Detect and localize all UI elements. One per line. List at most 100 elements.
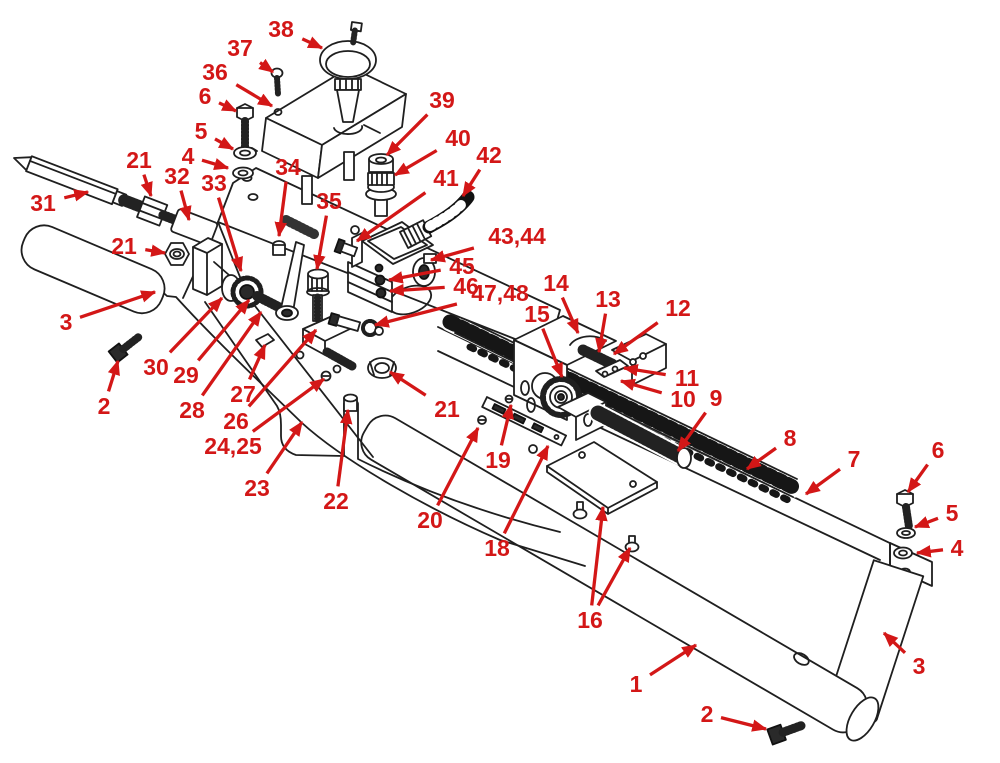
callout-arrow-10 (619, 378, 663, 395)
part-label-15: 15 (524, 301, 550, 327)
part-label-2: 2 (701, 701, 714, 727)
callout-arrow-39 (385, 113, 429, 157)
front-roller (20, 224, 166, 315)
fitting-41 (333, 238, 359, 258)
callout-arrow-16 (590, 505, 608, 606)
part-label-21: 21 (111, 233, 137, 259)
callout-arrow-8 (745, 446, 777, 471)
callout-arrow-30 (168, 296, 224, 354)
pinion-shaft (327, 312, 384, 337)
worm-13 (577, 344, 618, 370)
callout-arrow-20 (436, 426, 480, 507)
callout-arrow-12 (612, 321, 659, 356)
callout-arrow-26 (247, 328, 318, 408)
part-label-22: 22 (323, 488, 349, 514)
part-label-11: 11 (675, 365, 700, 391)
part-label-14: 14 (543, 270, 569, 296)
part-label-9: 9 (710, 385, 723, 411)
part-label-5: 5 (946, 500, 959, 526)
callout-arrow-40 (393, 149, 438, 177)
part-label-41: 41 (433, 165, 459, 191)
part-label-36: 36 (202, 59, 228, 85)
part-label-18: 18 (484, 535, 510, 561)
part-label-6: 6 (932, 437, 945, 463)
part-label-46: 46 (453, 273, 479, 299)
callout-arrow-4 (201, 158, 230, 171)
part-label-30: 30 (143, 354, 169, 380)
screw-2-bottom (766, 720, 807, 746)
screw-2-left (107, 333, 143, 364)
callout-arrow-46 (388, 283, 445, 297)
callout-arrow-14 (560, 296, 580, 335)
part-label-34: 34 (275, 154, 301, 180)
knob-35 (306, 268, 330, 323)
plate-screw-b (624, 535, 640, 553)
part-label-8: 8 (784, 425, 797, 451)
callout-arrow-38 (301, 36, 324, 50)
part-label-37: 37 (227, 35, 253, 61)
part-label-12: 12 (665, 295, 691, 321)
part-label-16: 16 (577, 607, 603, 633)
part-label-31: 31 (30, 190, 56, 216)
part-label-39: 39 (429, 87, 455, 113)
callout-arrow-29 (196, 298, 251, 362)
main-tube (360, 414, 880, 742)
part-label-26: 26 (223, 408, 249, 434)
screw-37 (270, 67, 284, 97)
part-label-28: 28 (179, 397, 205, 423)
part-label-43-44: 43,44 (488, 223, 546, 249)
part-label-19: 19 (485, 447, 511, 473)
part-label-3: 3 (913, 653, 926, 679)
callout-arrow-37 (258, 58, 275, 74)
fitting-46 (375, 287, 387, 299)
part-label-24-25: 24,25 (204, 433, 262, 459)
callout-arrow-31 (63, 189, 90, 202)
machine-line-art (13, 21, 933, 746)
callout-arrow-1 (649, 643, 698, 677)
callout-arrow-33 (216, 197, 243, 273)
callout-arrow-9 (676, 411, 707, 453)
callout-arrow-41 (355, 191, 427, 243)
part-label-2: 2 (98, 393, 111, 419)
callout-arrow-24-25 (251, 377, 326, 433)
callout-arrow-16 (596, 546, 632, 607)
callout-arrow-43-44 (429, 246, 475, 263)
worm-gear-assembly (221, 241, 330, 323)
part-label-35: 35 (316, 188, 342, 214)
callout-arrow-7 (804, 467, 841, 496)
callout-arrow-21 (388, 370, 427, 397)
gas-hose (399, 190, 475, 249)
right-fasteners (893, 489, 916, 560)
callout-arrow-47-48 (373, 302, 458, 328)
part-label-40: 40 (445, 125, 471, 151)
spring-9 (590, 405, 688, 464)
callout-arrow-36 (235, 83, 274, 108)
callout-arrow-21 (145, 244, 167, 257)
mounting-bracket (261, 21, 407, 205)
callout-arrow-2 (720, 716, 768, 732)
callout-arrow-35 (313, 215, 329, 271)
left-fasteners (232, 103, 286, 256)
callout-arrow-19 (499, 403, 514, 446)
part-label-38: 38 (268, 16, 294, 42)
callout-arrow-18 (502, 444, 550, 535)
speed-knob-38 (319, 21, 377, 135)
part-label-5: 5 (195, 118, 208, 144)
part-label-4: 4 (182, 143, 195, 169)
part-label-7: 7 (848, 446, 861, 472)
callout-arrow-3 (882, 631, 907, 655)
callout-arrow-6 (218, 99, 238, 113)
part-label-21: 21 (434, 396, 460, 422)
clamp-block (164, 237, 239, 296)
callout-arrow-45 (387, 268, 442, 284)
callout-arrow-28 (200, 310, 263, 397)
callout-arrow-22 (336, 408, 353, 487)
callout-arrow-21 (140, 174, 153, 198)
callout-arrow-42 (461, 168, 482, 198)
callout-arrow-2 (106, 359, 120, 392)
part-label-45: 45 (449, 253, 475, 279)
part-label-20: 20 (417, 507, 443, 533)
adjuster-knob (365, 153, 397, 217)
